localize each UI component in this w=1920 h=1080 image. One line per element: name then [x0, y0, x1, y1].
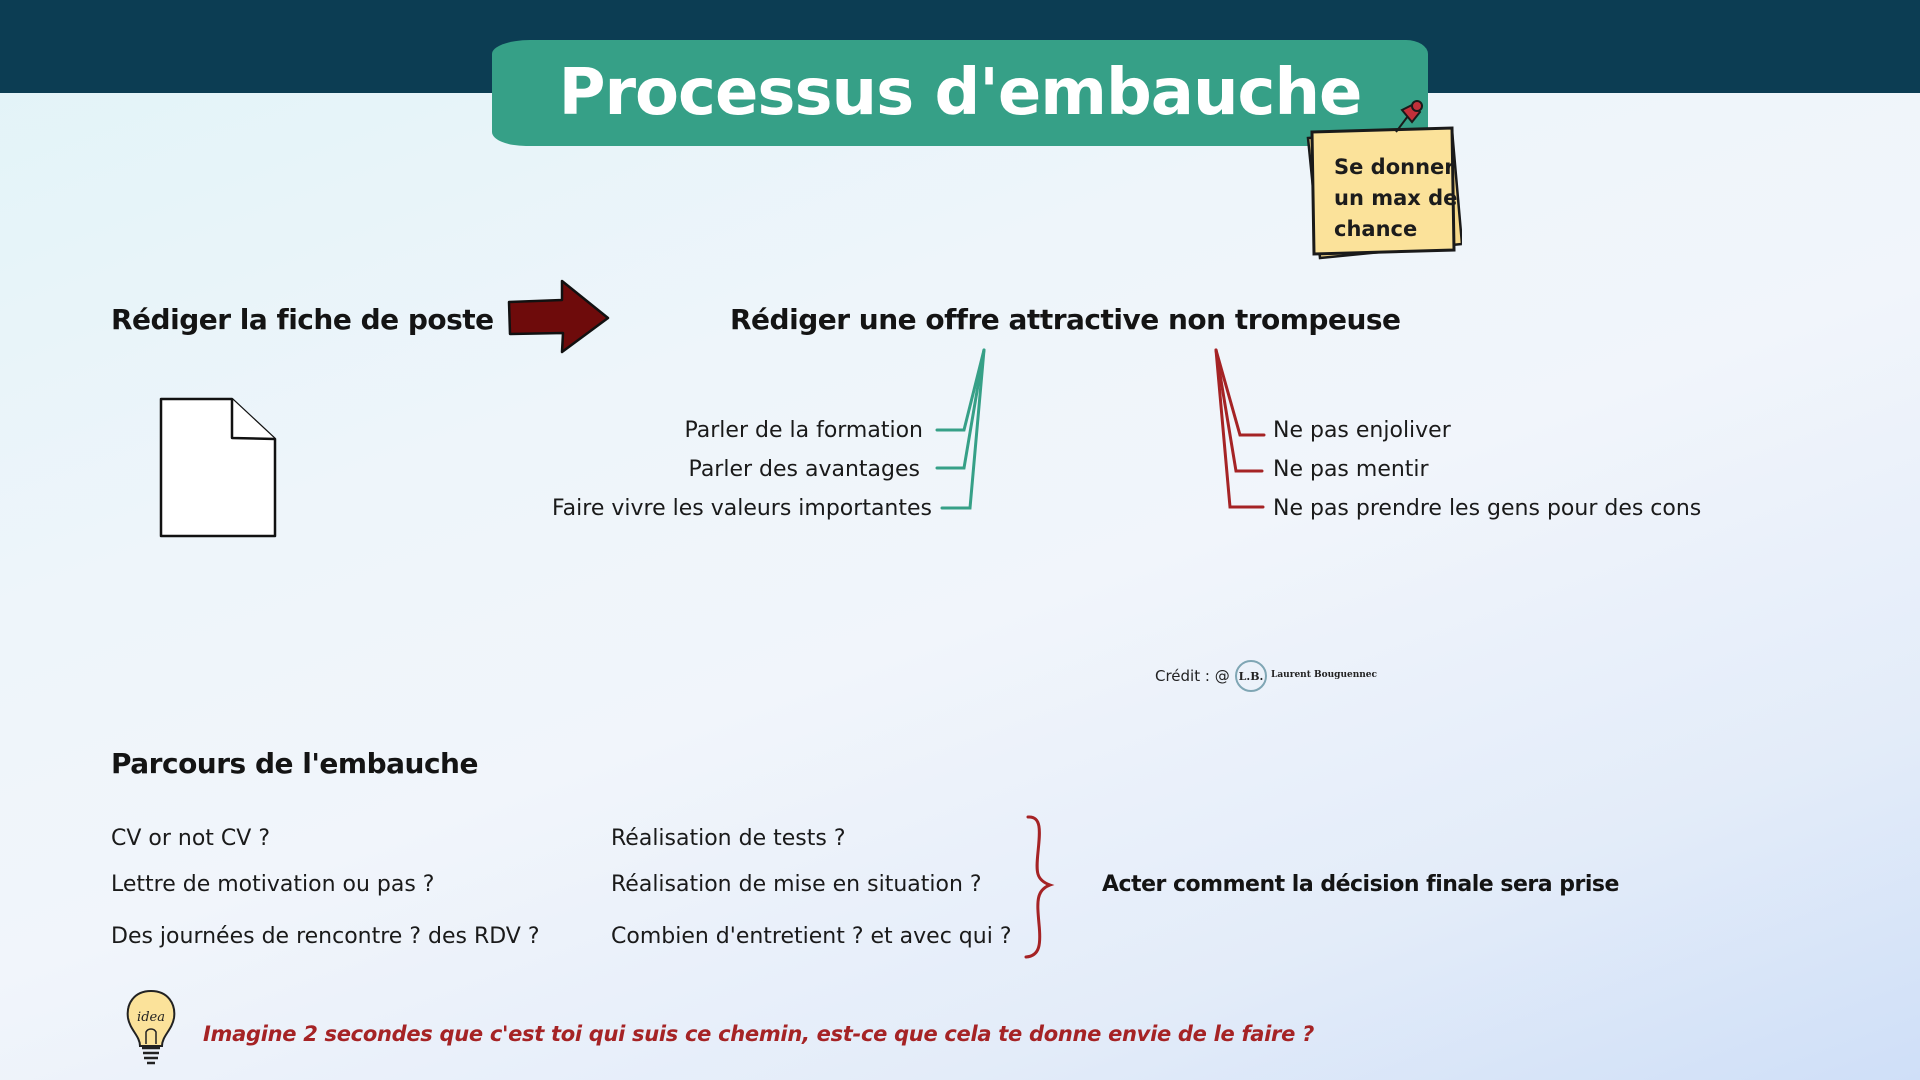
step1-heading: Rédiger la fiche de poste — [111, 303, 494, 336]
arrow-right-icon — [507, 279, 610, 354]
dont-item: Ne pas prendre les gens pour des cons — [1273, 496, 1702, 521]
green-branches — [935, 348, 986, 510]
step2-heading: Rédiger une offre attractive non trompeu… — [730, 303, 1401, 336]
sticky-note-paper — [1306, 126, 1462, 260]
do-item: Parler des avantages — [688, 457, 920, 482]
page-title: Processus d'embauche — [558, 56, 1363, 130]
parcours-item: Combien d'entretient ? et avec qui ? — [611, 924, 1012, 949]
parcours-item: CV or not CV ? — [111, 826, 271, 851]
credit-name: Laurent Bouguennec — [1271, 670, 1378, 680]
lightbulb-label: idea — [137, 1010, 165, 1025]
red-branches — [1214, 348, 1266, 509]
sticky-note-line: chance — [1334, 217, 1418, 241]
do-item: Faire vivre les valeurs importantes — [552, 496, 932, 521]
author-logo-icon: L.B. — [1235, 660, 1267, 692]
credit-label: Crédit : @ — [1155, 667, 1230, 685]
lightbulb-icon: idea — [126, 989, 176, 1065]
curly-brace-icon — [1024, 815, 1055, 959]
document-icon — [159, 397, 277, 538]
sticky-note-line: Se donner — [1334, 155, 1455, 179]
parcours-item: Réalisation de mise en situation ? — [611, 872, 982, 897]
parcours-item: Lettre de motivation ou pas ? — [111, 872, 435, 897]
dont-item: Ne pas enjoliver — [1273, 418, 1451, 443]
author-logo-initials: L.B. — [1239, 670, 1264, 683]
sticky-note: Se donner un max de chance — [1306, 100, 1462, 260]
sticky-note-text: Se donner un max de chance — [1334, 152, 1457, 245]
parcours-item: Réalisation de tests ? — [611, 826, 846, 851]
parcours-heading: Parcours de l'embauche — [111, 747, 478, 780]
parcours-item: Des journées de rencontre ? des RDV ? — [111, 924, 540, 949]
do-item: Parler de la formation — [684, 418, 924, 443]
sticky-note-line: un max de — [1334, 186, 1458, 210]
pushpin-icon — [1395, 100, 1423, 133]
conclusion-text: Acter comment la décision finale sera pr… — [1102, 872, 1619, 897]
tip-text: Imagine 2 secondes que c'est toi qui sui… — [203, 1022, 1314, 1046]
title-banner: Processus d'embauche — [492, 40, 1428, 146]
branch-connectors — [935, 348, 1266, 510]
dont-item: Ne pas mentir — [1273, 457, 1429, 482]
